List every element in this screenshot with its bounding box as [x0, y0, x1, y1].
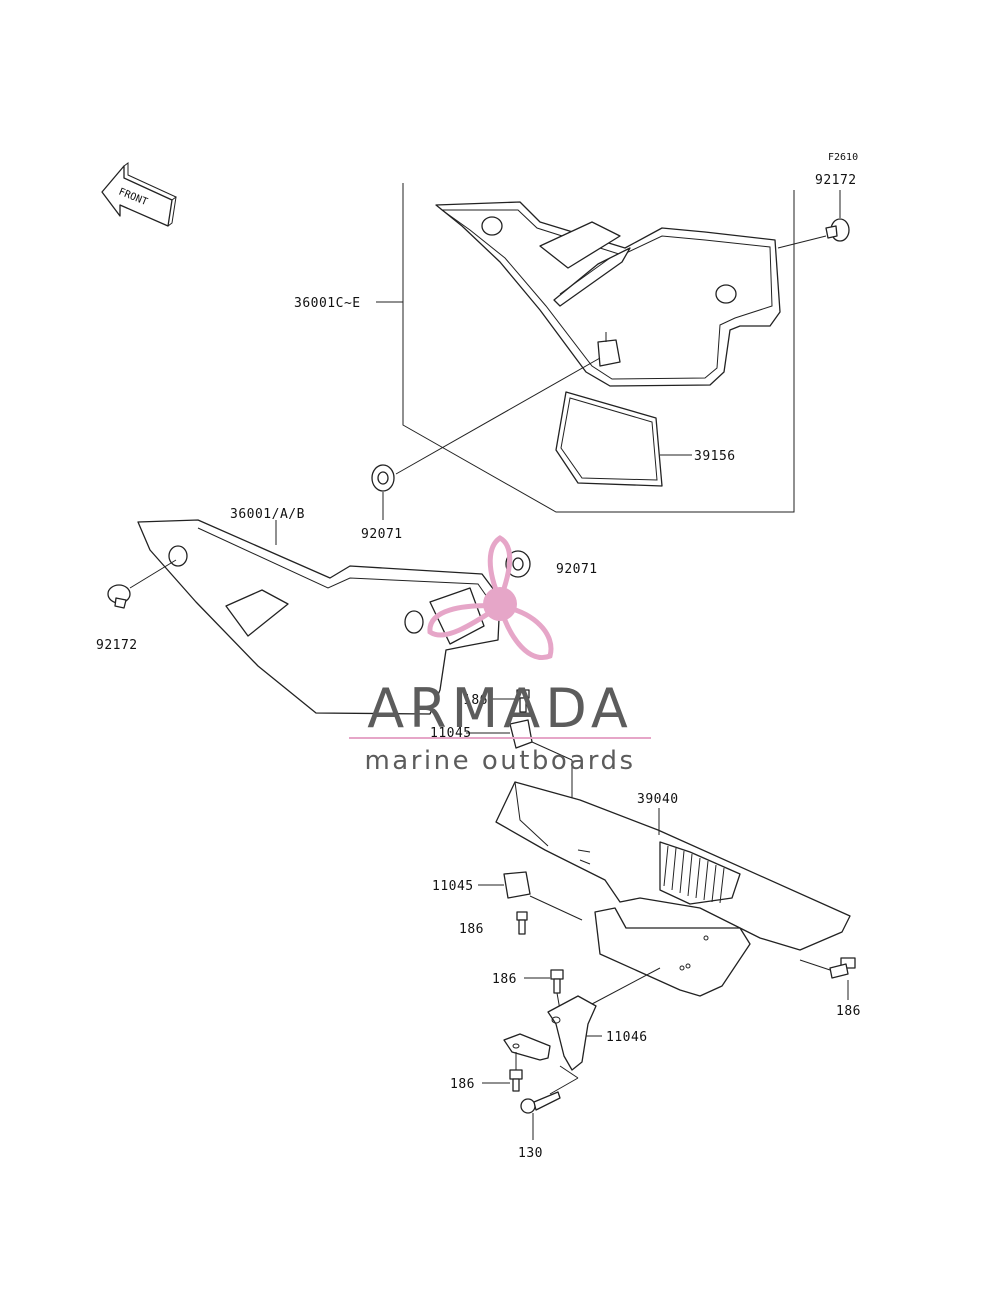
- armada-watermark: ARMADA marine outboards: [349, 535, 651, 776]
- clip-11045-b: [503, 871, 531, 899]
- bolt-186-a: [516, 689, 530, 713]
- watermark-tagline: marine outboards: [364, 746, 635, 776]
- chain-cover-39040: [495, 781, 851, 997]
- bracket-11046: [503, 995, 597, 1071]
- bolt-186-d: [829, 957, 856, 979]
- label-130: 130: [518, 1146, 543, 1161]
- figure-code: F2610: [828, 152, 858, 163]
- label-186-a: 186: [463, 693, 488, 708]
- bolt-186-b: [516, 911, 528, 935]
- label-186-b: 186: [459, 922, 484, 937]
- bolt-130: [520, 1091, 561, 1114]
- screw-92172-top: [825, 218, 850, 242]
- label-92172-top: 92172: [815, 173, 857, 188]
- watermark-brand: ARMADA: [367, 677, 633, 740]
- label-36001-a-b: 36001/A/B: [230, 507, 305, 522]
- bolt-186-c: [550, 969, 564, 994]
- label-39040: 39040: [637, 792, 679, 807]
- label-186-c: 186: [492, 972, 517, 987]
- label-92071-upper: 92071: [361, 527, 403, 542]
- bolt-186-e: [509, 1069, 523, 1092]
- label-11046: 11046: [606, 1030, 648, 1045]
- side-cover-upper: [435, 201, 781, 387]
- label-92071-lower: 92071: [556, 562, 598, 577]
- label-36001c-e: 36001C~E: [294, 296, 361, 311]
- group-bracket-36001c: [402, 183, 795, 513]
- side-cover-lower: [137, 519, 501, 715]
- grommet-92071-upper: [371, 464, 395, 492]
- label-186-d: 186: [836, 1004, 861, 1019]
- propeller-hub-icon: [483, 587, 517, 621]
- front-arrow-icon: FRONT: [101, 162, 177, 227]
- propeller-logo-icon: [427, 535, 554, 660]
- reflector-39156: [555, 391, 663, 487]
- label-39156: 39156: [694, 449, 736, 464]
- label-92172-left: 92172: [96, 638, 138, 653]
- label-11045-b: 11045: [432, 879, 474, 894]
- screw-92172-left: [107, 584, 131, 609]
- label-186-e: 186: [450, 1077, 475, 1092]
